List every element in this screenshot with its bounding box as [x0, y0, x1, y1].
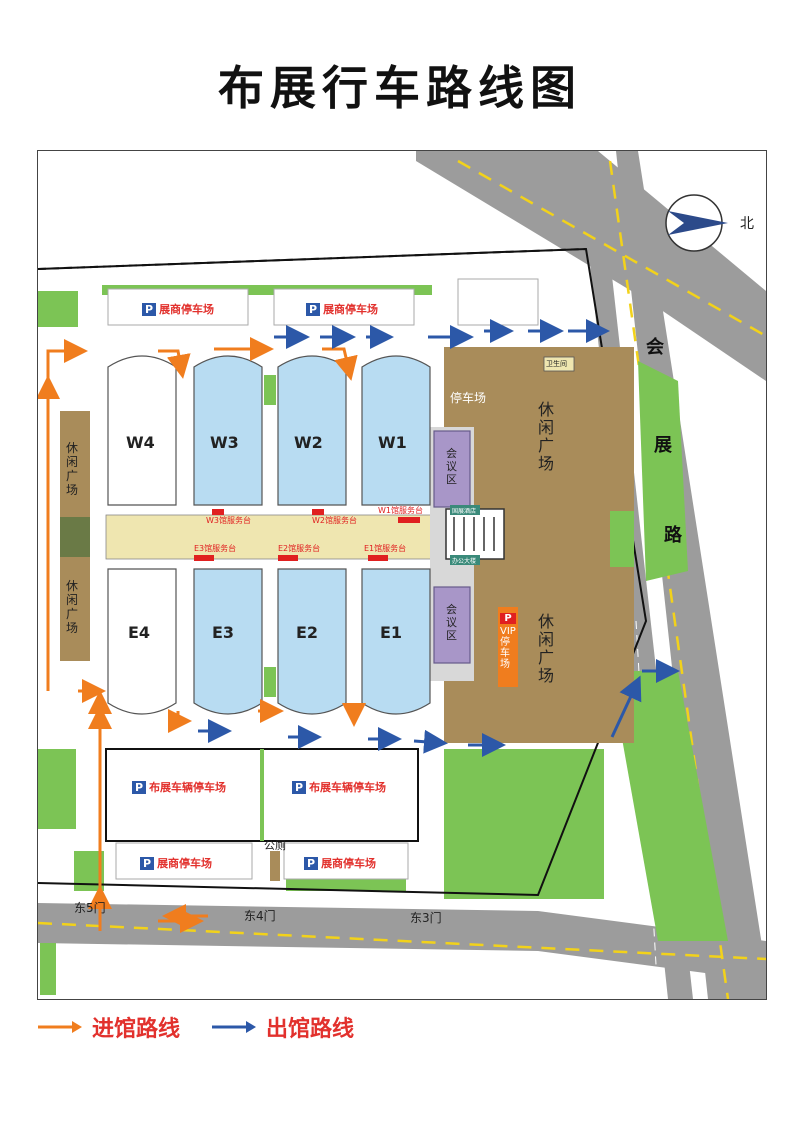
p-icon: P — [306, 303, 321, 316]
service-desk-e3: E3馆服务台 — [194, 544, 237, 553]
p-icon: P — [500, 613, 516, 624]
service-desk-e2: E2馆服务台 — [278, 544, 321, 553]
service-desk-marks — [194, 509, 420, 561]
site-map: 北 会 展 路 W4 W3 W2 W1 E4 E3 E2 E1 W3馆服务台 W… — [37, 150, 767, 1000]
road-name-char-2: 展 — [654, 435, 672, 456]
p-icon: P — [132, 781, 147, 794]
road-name-char-3: 路 — [664, 525, 682, 546]
vip-parking-label: P VIP停车场 — [500, 613, 516, 670]
conference-area-upper — [433, 430, 471, 508]
north-parking — [107, 278, 539, 326]
vehicle-parking-text: 布展车辆停车场 — [309, 781, 387, 794]
legend-inbound-label: 进馆路线 — [92, 1017, 181, 1042]
p-icon: P — [292, 781, 307, 794]
conference-area-lower — [433, 586, 471, 664]
east-plaza — [430, 347, 634, 743]
office-label: 办公大楼 — [452, 558, 477, 565]
exhibitor-parking-text: 展商停车场 — [157, 857, 213, 870]
service-desk-w1: W1馆服务台 — [378, 506, 423, 515]
leisure-plaza-left-lower: 休闲广场 — [66, 579, 79, 635]
map-canvas — [38, 151, 766, 999]
legend-inbound: 进馆路线 — [36, 1010, 180, 1044]
hall-label-e4: E4 — [128, 623, 151, 642]
hall-w2 — [277, 355, 347, 506]
hall-w4 — [107, 355, 177, 506]
p-icon: P — [304, 857, 319, 870]
hall-label-w1: W1 — [378, 433, 407, 452]
p-icon: P — [140, 857, 155, 870]
south-parking — [105, 748, 419, 881]
gate-east-4: 东4门 — [244, 909, 276, 923]
legend-outbound: 出馆路线 — [210, 1010, 354, 1044]
legend-outbound-label: 出馆路线 — [266, 1017, 355, 1042]
hall-label-e3: E3 — [212, 623, 235, 642]
hall-label-w2: W2 — [294, 433, 323, 452]
vip-parking-text: VIP停车场 — [500, 626, 516, 670]
restroom-east-label: 卫生间 — [546, 360, 567, 368]
hall-w1 — [361, 355, 431, 506]
hall-label-e1: E1 — [380, 623, 403, 642]
hall-label-e2: E2 — [296, 623, 319, 642]
exhibitor-parking-text: 展商停车场 — [323, 303, 379, 316]
exhibitor-parking-text: 展商停车场 — [321, 857, 377, 870]
general-parking-label: 停车场 — [450, 391, 487, 405]
inbound-routes — [38, 337, 366, 933]
conference-area-upper-label: 会议区 — [446, 447, 457, 486]
road-name: 会 展 路 — [646, 333, 682, 551]
hall-w3 — [193, 355, 263, 506]
leisure-plaza-right-lower: 休闲广场 — [538, 612, 555, 685]
conference-area-lower-label: 会议区 — [446, 603, 457, 642]
left-leisure-plaza — [60, 411, 90, 661]
restroom-south-label: 公厕 — [264, 839, 286, 852]
hall-label-w4: W4 — [126, 433, 155, 452]
gate-east-3: 东3门 — [410, 911, 442, 925]
outbound-routes — [198, 319, 680, 757]
service-desk-w2: W2馆服务台 — [312, 516, 357, 525]
gate-east-5: 东5门 — [74, 901, 106, 915]
exhibitor-parking-text: 展商停车场 — [159, 303, 215, 316]
hall-label-w3: W3 — [210, 433, 239, 452]
vehicle-parking-text: 布展车辆停车场 — [149, 781, 227, 794]
page-title: 布展行车路线图 — [218, 61, 582, 115]
hotel-label: 国展酒店 — [452, 508, 477, 515]
compass-icon — [665, 194, 728, 252]
leisure-plaza-left-upper: 休闲广场 — [66, 441, 79, 497]
inbound-arrow-icon — [38, 1021, 82, 1033]
hall-blocks — [107, 355, 431, 715]
outbound-arrow-icon — [212, 1021, 256, 1033]
compass-label: 北 — [740, 216, 754, 232]
p-icon: P — [142, 303, 157, 316]
road-name-char-1: 会 — [646, 337, 664, 358]
leisure-plaza-right-upper: 休闲广场 — [538, 400, 555, 473]
service-desk-e1: E1馆服务台 — [364, 544, 407, 553]
service-desk-w3: W3馆服务台 — [206, 516, 251, 525]
central-corridor — [105, 514, 447, 560]
